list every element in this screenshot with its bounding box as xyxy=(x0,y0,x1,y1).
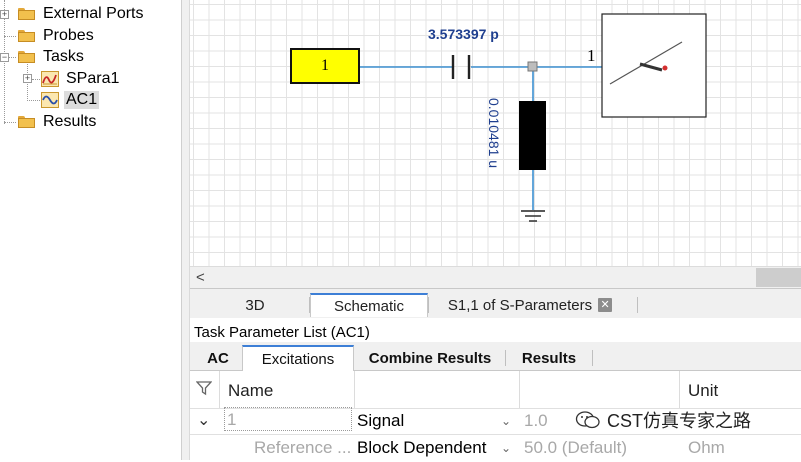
tab-3d[interactable]: 3D xyxy=(200,293,310,317)
expand-toggle[interactable]: + xyxy=(0,9,9,19)
column-header-label: Name xyxy=(228,381,274,400)
block-glyph xyxy=(609,41,683,85)
folder-icon xyxy=(18,116,35,128)
ac-task-icon xyxy=(41,92,59,108)
tab-label: Excitations xyxy=(261,350,335,368)
port-block[interactable] xyxy=(290,48,360,84)
tree-item-label: Results xyxy=(43,113,97,130)
tree-item-tasks[interactable]: Tasks xyxy=(18,47,86,67)
schematic-canvas[interactable]: 1 3.573397 p 0.010481 u 1 xyxy=(190,0,801,266)
row-expand-chevron[interactable]: ⌄ xyxy=(197,412,211,429)
tree-guide xyxy=(4,36,16,37)
column-header-name[interactable]: Name xyxy=(220,371,355,408)
tree-item-label: AC1 xyxy=(64,91,100,109)
watermark-text: CST仿真专家之路 xyxy=(607,411,751,431)
panel-splitter[interactable] xyxy=(181,0,190,460)
task-panel-title: Task Parameter List (AC1) xyxy=(190,318,801,342)
block-glyph xyxy=(639,62,663,72)
row-divider xyxy=(190,408,801,409)
watermark: CST仿真专家之路 xyxy=(575,407,751,433)
row-value-cell[interactable]: 50.0 (Default) xyxy=(524,438,627,457)
tree-item-label: External Ports xyxy=(43,5,144,22)
tree-item-label: Tasks xyxy=(43,48,84,65)
column-header-value[interactable] xyxy=(520,371,680,408)
tab-results[interactable]: Results xyxy=(510,345,588,371)
junction-node[interactable] xyxy=(527,61,538,72)
tree-item-label: SPara1 xyxy=(66,70,120,87)
row-type-value: Block Dependent xyxy=(357,438,487,457)
table-row[interactable]: ⌄ 1 Signal ⌄ 1.0 xyxy=(190,407,801,434)
tab-divider xyxy=(428,297,429,313)
chevron-down-icon[interactable]: ⌄ xyxy=(500,441,511,455)
column-header-label: Unit xyxy=(688,381,719,400)
view-tab-bar: 3D Schematic S1,1 of S-Parameters ✕ xyxy=(190,288,801,318)
tab-ac[interactable]: AC xyxy=(196,345,240,371)
canvas-horizontal-scrollbar[interactable]: < xyxy=(190,266,801,288)
column-header-unit[interactable]: Unit xyxy=(680,371,801,408)
column-header-type[interactable] xyxy=(355,371,520,408)
table-row[interactable]: Reference ... Block Dependent ⌄ 50.0 (De… xyxy=(190,435,801,460)
navigation-tree: + External Ports Probes − Tasks + SPara1… xyxy=(0,0,181,460)
tree-guide xyxy=(4,0,5,124)
row-type-dropdown[interactable]: Signal ⌄ xyxy=(357,407,517,433)
tab-label: Combine Results xyxy=(368,349,492,367)
folder-icon xyxy=(18,51,35,63)
filter-header-cell[interactable] xyxy=(190,371,220,408)
tab-divider xyxy=(505,350,506,366)
tree-guide xyxy=(9,57,16,58)
tab-label: Schematic xyxy=(333,297,405,315)
close-icon[interactable]: ✕ xyxy=(598,298,613,312)
scroll-left-arrow[interactable]: < xyxy=(196,269,205,286)
tab-label: S1,1 of S-Parameters xyxy=(447,296,593,314)
parameter-grid: Name Unit ⌄ 1 Signal ⌄ 1.0 Reference ...… xyxy=(190,371,801,460)
block-pin-label: 1 xyxy=(587,46,596,65)
tab-label: AC xyxy=(207,349,229,367)
ground-symbol xyxy=(521,210,545,222)
sparameter-block[interactable] xyxy=(601,13,707,118)
tab-divider xyxy=(592,350,593,366)
tab-s11-sparameters[interactable]: S1,1 of S-Parameters ✕ xyxy=(436,293,624,317)
tab-label: 3D xyxy=(245,296,265,314)
row-name-cell[interactable]: Reference ... xyxy=(254,438,352,457)
expand-toggle[interactable]: + xyxy=(23,73,32,83)
row-value-cell[interactable]: 1.0 xyxy=(524,411,548,430)
wechat-logo-icon xyxy=(575,411,600,429)
tree-item-external-ports[interactable]: External Ports xyxy=(18,4,145,24)
row-name-cell[interactable]: 1 xyxy=(224,407,352,431)
row-divider xyxy=(190,434,801,435)
scroll-thumb[interactable] xyxy=(756,268,801,287)
tab-schematic[interactable]: Schematic xyxy=(310,293,428,317)
tree-item-label: Probes xyxy=(43,27,94,44)
tree-item-spara1[interactable]: SPara1 xyxy=(41,69,121,89)
capacitor-symbol[interactable] xyxy=(451,55,471,79)
tab-excitations[interactable]: Excitations xyxy=(242,345,354,371)
inductor-symbol[interactable] xyxy=(519,101,546,170)
tree-guide xyxy=(4,122,16,123)
chevron-down-icon[interactable]: ⌄ xyxy=(500,414,511,428)
sparameter-task-icon xyxy=(41,71,59,87)
folder-icon xyxy=(18,8,35,20)
tree-guide xyxy=(27,100,40,101)
tab-divider xyxy=(309,297,310,313)
task-tab-bar: AC Excitations Combine Results Results xyxy=(190,342,801,371)
schematic-drawing xyxy=(290,13,707,222)
tree-item-results[interactable]: Results xyxy=(18,112,98,132)
tab-combine-results[interactable]: Combine Results xyxy=(360,345,500,371)
tree-guide xyxy=(32,79,40,80)
block-glyph xyxy=(662,65,668,71)
tab-divider xyxy=(637,297,638,313)
port-label: 1 xyxy=(321,57,329,74)
collapse-toggle[interactable]: − xyxy=(0,52,9,62)
filter-icon[interactable] xyxy=(195,380,213,396)
row-type-dropdown[interactable]: Block Dependent ⌄ xyxy=(357,434,517,460)
folder-icon xyxy=(18,30,35,42)
row-type-value: Signal xyxy=(357,411,405,430)
tab-label: Results xyxy=(521,349,577,367)
capacitor-value-label: 3.573397 p xyxy=(428,26,499,42)
tree-item-probes[interactable]: Probes xyxy=(18,26,96,46)
inductor-value-label: 0.010481 u xyxy=(486,98,502,169)
tree-item-ac1[interactable]: AC1 xyxy=(41,90,100,110)
row-unit-cell: Ohm xyxy=(688,438,725,457)
